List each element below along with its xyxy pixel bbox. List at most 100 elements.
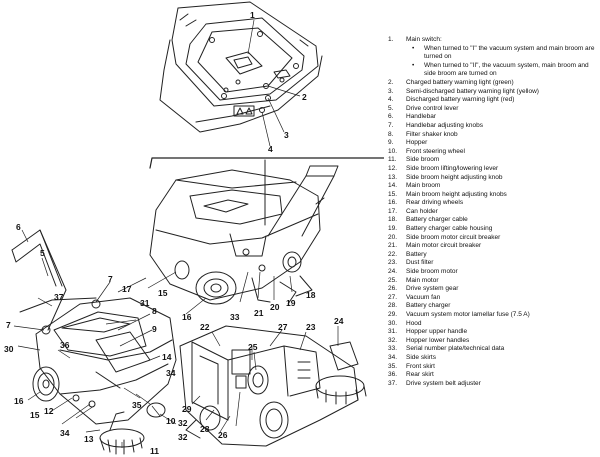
legend-item-label: Handlebar (406, 113, 436, 121)
callout-34a: 34 (166, 368, 176, 378)
legend-item-label: Side broom motor circuit breaker (406, 233, 501, 241)
legend-item-text: Main switch:When turned to "I" the vacuu… (406, 36, 598, 79)
legend-item: 29.Vacuum system motor lamellar fuse (7.… (388, 311, 598, 320)
legend-item-label: Battery (406, 250, 427, 258)
legend-item: 15. Main broom height adjusting knobs (388, 191, 598, 200)
legend-item: 32. Hopper lower handles (388, 337, 598, 346)
legend-item-label: Hopper (406, 139, 428, 147)
legend-item: 25.Main motor (388, 277, 598, 286)
legend-item: 13.Side broom height adjusting knob (388, 174, 598, 183)
callout-19: 19 (286, 298, 296, 308)
legend-item: 20.Side broom motor circuit breaker (388, 234, 598, 243)
legend-item-text: Side broom (406, 156, 598, 165)
legend-item-label: Main broom height adjusting knobs (406, 190, 507, 198)
legend-item-label: Battery charger cable housing (406, 225, 493, 233)
legend-item: 24. Side broom motor (388, 268, 598, 277)
legend-item-number: 5. (388, 104, 394, 112)
legend-item-text: Battery (406, 251, 598, 260)
legend-item-text: Side skirts (406, 354, 598, 363)
legend-item-text: Filter shaker knob (406, 131, 598, 140)
legend-item-text: Serial number plate/technical data (406, 345, 598, 354)
callout-11: 11 (150, 446, 159, 456)
sweeper-front-view (11, 229, 177, 455)
legend-item-number: 13. (388, 173, 398, 181)
legend-item: 37.Drive system belt adjuster (388, 380, 598, 389)
legend-item: 9. Hopper (388, 139, 598, 148)
callout-29: 29 (182, 404, 192, 414)
legend-item-number: 9. (388, 139, 394, 147)
legend-item-number: 24. (388, 268, 398, 276)
legend-subitems: When turned to "I" the vacuum system and… (406, 45, 598, 79)
legend-item-label: Main broom (406, 182, 441, 190)
legend-item-number: 22. (388, 250, 398, 258)
legend-item-text: Discharged battery warning light (red) (406, 96, 598, 105)
legend-item-number: 8. (388, 130, 394, 138)
legend-item-number: 14. (388, 182, 398, 190)
callout-28: 28 (200, 424, 210, 434)
legend-item-label: Front steering wheel (406, 147, 465, 155)
callout-6: 6 (16, 222, 21, 232)
legend-item: 36.Rear skirt (388, 371, 598, 380)
callout-36: 36 (60, 340, 70, 350)
callout-37: 37 (54, 292, 64, 302)
callout-20: 20 (270, 302, 280, 312)
legend-item-text: Front steering wheel (406, 148, 598, 157)
callout-16b: 16 (182, 312, 192, 322)
legend-item-text: Drive control lever (406, 105, 598, 114)
legend-item-text: Main motor (406, 277, 598, 286)
legend-item-label: Can holder (406, 207, 438, 215)
callout-9: 9 (152, 324, 157, 334)
legend-item-label: Side broom motor (406, 268, 458, 276)
legend-item-number: 15. (388, 190, 398, 198)
legend-item-text: Handlebar (406, 113, 598, 122)
legend-item: 5. Drive control lever (388, 105, 598, 114)
legend-item-label: Filter shaker knob (406, 130, 458, 138)
callout-31: 31 (140, 298, 150, 308)
legend-item: 35.Front skirt (388, 363, 598, 372)
legend-item-label: Battery charger (406, 302, 451, 310)
legend-item-label: Semi-discharged battery warning light (y… (406, 87, 539, 95)
legend-item: 1. Main switch:When turned to "I" the vac… (388, 36, 598, 79)
sweeper-rear-view (149, 165, 339, 305)
callout-32a: 32 (178, 418, 188, 428)
legend-item: 19.Battery charger cable housing (388, 225, 598, 234)
callout-12: 12 (44, 406, 54, 416)
legend-item: 33. Serial number plate/technical data (388, 345, 598, 354)
legend-item-text: Battery charger (406, 302, 598, 311)
legend-item-text: Battery charger cable housing (406, 225, 598, 234)
yellow-light-icon (265, 95, 271, 101)
callout-32b: 32 (178, 432, 188, 442)
legend-item-number: 32. (388, 336, 398, 344)
warning-symbol-icon (233, 105, 255, 117)
legend-item-text: Can holder (406, 208, 598, 217)
legend-list: 1. Main switch:When turned to "I" the vac… (388, 36, 598, 388)
legend-item-number: 23. (388, 259, 398, 267)
legend-item: 11.Side broom (388, 156, 598, 165)
legend-item-number: 1. (388, 36, 394, 43)
legend-item: 17.Can holder (388, 208, 598, 217)
legend-item: 8. Filter shaker knob (388, 131, 598, 140)
legend-item-number: 35. (388, 362, 398, 370)
legend-item-text: Vacuum system motor lamellar fuse (7.5 A… (406, 311, 598, 320)
legend-item-text: Hopper (406, 139, 598, 148)
legend-item: 27.Vacuum fan (388, 294, 598, 303)
legend-item: 7.Handlebar adjusting knobs (388, 122, 598, 131)
legend-item-number: 16. (388, 199, 398, 207)
callout-16a: 16 (14, 396, 24, 406)
legend-item-label: Charged battery warning light (green) (406, 78, 514, 86)
callout-22: 22 (200, 322, 210, 332)
legend-item-text: Battery charger cable (406, 216, 598, 225)
legend-item-label: Main motor (406, 276, 439, 284)
legend-item: 23. Dust filter (388, 259, 598, 268)
legend-item: 16.Rear driving wheels (388, 199, 598, 208)
callout-14: 14 (162, 352, 172, 362)
legend-item-label: Side broom lifting/lowering lever (406, 164, 499, 172)
legend-item-number: 31. (388, 328, 398, 336)
callout-2: 2 (302, 92, 307, 102)
legend-item-number: 36. (388, 371, 398, 379)
legend-item-text: Dust filter (406, 259, 598, 268)
legend-item-label: Hopper upper handle (406, 328, 468, 336)
legend-item-number: 34. (388, 353, 398, 361)
legend-item-number: 33. (388, 345, 398, 353)
legend-item-label: Hopper lower handles (406, 336, 470, 344)
